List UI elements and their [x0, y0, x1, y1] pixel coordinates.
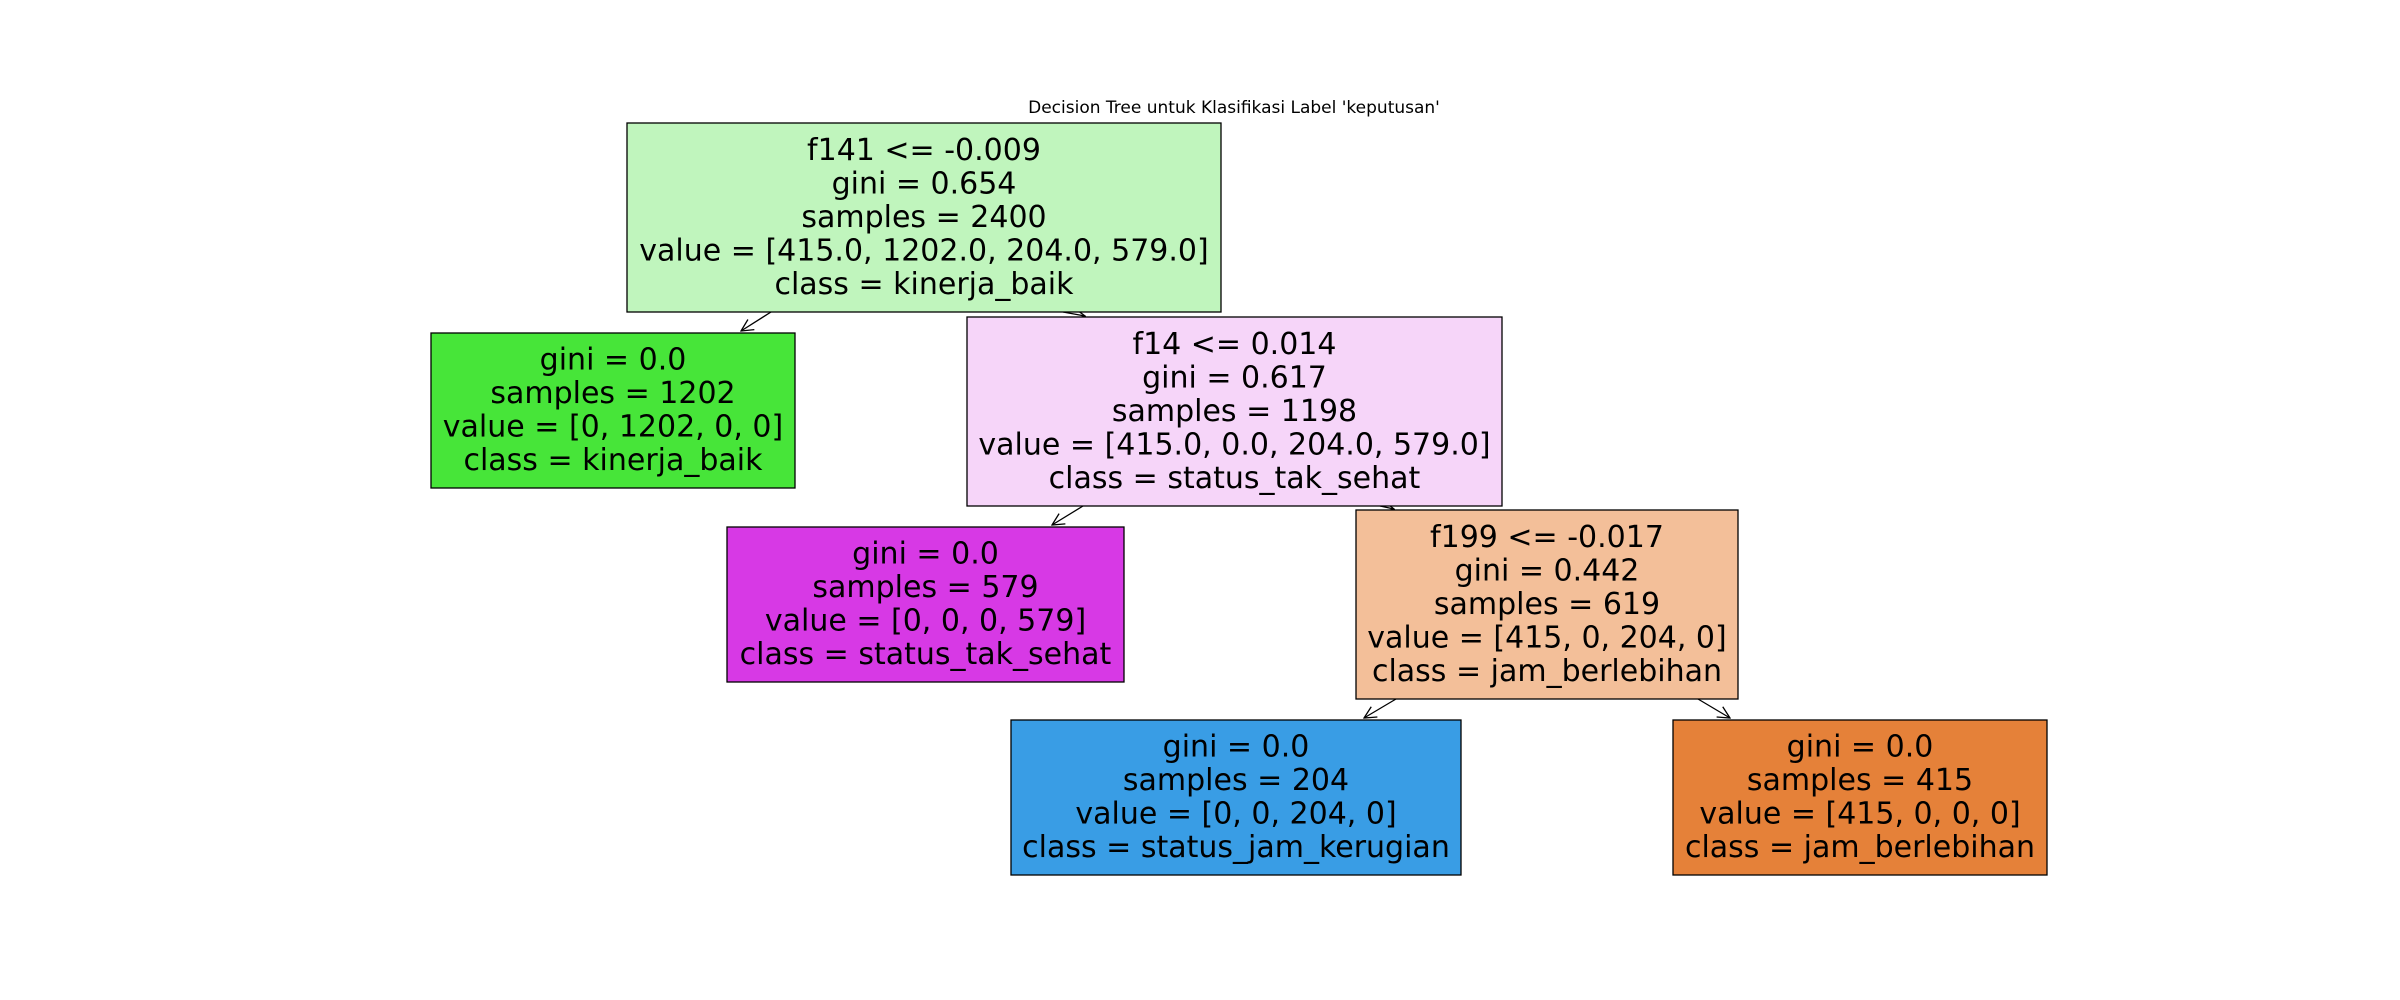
node-text-line: samples = 1198 — [1112, 394, 1357, 429]
edge-n2-n3 — [1052, 505, 1084, 525]
node-box — [966, 316, 1503, 507]
node-box — [726, 526, 1125, 683]
node-text-line: class = jam_berlebihan — [1372, 654, 1722, 689]
node-text-line: value = [0, 1202, 0, 0] — [443, 410, 783, 445]
node-text-line: value = [415.0, 1202.0, 204.0, 579.0] — [639, 233, 1208, 268]
node-text-line: class = status_jam_kerugian — [1022, 830, 1450, 865]
node-text-line: value = [415.0, 0.0, 204.0, 579.0] — [978, 427, 1490, 462]
node-text-line: gini = 0.0 — [1787, 730, 1934, 765]
node-text-line: samples = 579 — [812, 570, 1038, 605]
diagram-title: Decision Tree untuk Klasifikasi Label 'k… — [1028, 98, 1440, 118]
edges-layer — [741, 312, 1730, 718]
node-text-line: samples = 1202 — [490, 376, 735, 411]
node-box — [626, 122, 1222, 313]
node-text-line: gini = 0.0 — [540, 343, 687, 378]
node-text-line: value = [415, 0, 204, 0] — [1367, 620, 1726, 655]
node-text-line: gini = 0.617 — [1142, 360, 1327, 395]
node-text-line: value = [0, 0, 0, 579] — [765, 604, 1086, 639]
edge-n0-n1 — [741, 311, 772, 331]
node-text-line: f199 <= -0.017 — [1430, 520, 1664, 555]
node-text-line: class = kinerja_baik — [774, 267, 1074, 302]
node-box — [1672, 719, 2048, 876]
node-box — [430, 332, 796, 489]
node-text-line: f141 <= -0.009 — [807, 133, 1041, 168]
node-box — [1010, 719, 1462, 876]
node-text-line: class = kinerja_baik — [463, 443, 763, 478]
node-text-line: class = status_tak_sehat — [740, 637, 1112, 672]
edge-n4-n5 — [1364, 698, 1397, 718]
node-text-line: samples = 2400 — [801, 200, 1046, 235]
node-box — [1355, 509, 1739, 700]
node-text-line: gini = 0.654 — [832, 166, 1017, 201]
node-text-line: class = status_tak_sehat — [1049, 461, 1421, 496]
node-text-line: gini = 0.442 — [1455, 553, 1640, 588]
node-text-line: gini = 0.0 — [852, 537, 999, 572]
node-text-line: samples = 204 — [1123, 763, 1349, 798]
node-text-line: samples = 619 — [1434, 587, 1660, 622]
node-text-line: value = [0, 0, 204, 0] — [1075, 797, 1396, 832]
node-text-line: samples = 415 — [1747, 763, 1973, 798]
node-text-line: class = jam_berlebihan — [1685, 830, 2035, 865]
node-text-line: f14 <= 0.014 — [1133, 327, 1337, 362]
edge-n4-n6 — [1697, 698, 1730, 718]
node-text-line: gini = 0.0 — [1163, 730, 1310, 765]
edge-n0-n2 — [1062, 312, 1085, 316]
node-text-line: value = [415, 0, 0, 0] — [1699, 797, 2020, 832]
